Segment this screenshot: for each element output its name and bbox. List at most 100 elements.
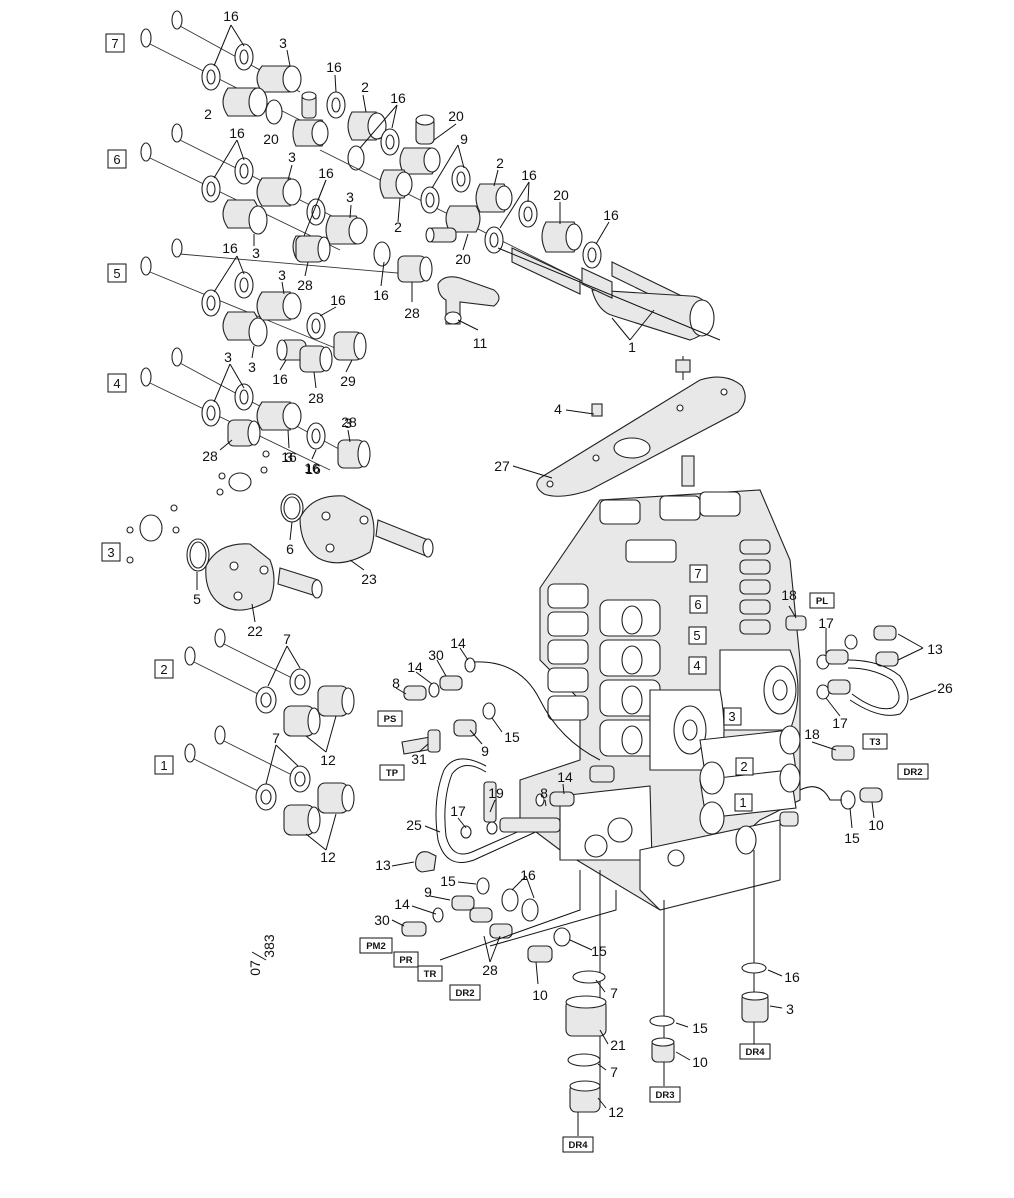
part-number: 15 (504, 729, 520, 745)
part-number: 22 (247, 623, 263, 639)
part-number: 18 (781, 587, 797, 603)
part-number: 3 (248, 359, 256, 375)
part-number: 28 (341, 414, 357, 430)
row-5-parts (140, 235, 500, 373)
part-number: 9 (481, 743, 489, 759)
part-number: 30 (374, 912, 390, 928)
valve-sections (547, 491, 855, 911)
part-number: 23 (361, 571, 377, 587)
part-number: 16 (229, 125, 245, 141)
part-number: 15 (692, 1020, 708, 1036)
part-number: 15 (844, 830, 860, 846)
drawing-reference: 07 383 (247, 934, 277, 976)
right-fittings (799, 625, 909, 810)
body-section-box: 2 (740, 759, 747, 774)
part-number: 16 (784, 969, 800, 985)
part-number: 7 (610, 985, 618, 1001)
body-section-box: 1 (739, 795, 746, 810)
part-number: 26 (937, 680, 953, 696)
section-box: 5 (113, 266, 120, 281)
section-box-labels: 7 6 5 4 3 2 1 (101, 33, 174, 775)
drawing-ref-denominator: 383 (261, 934, 277, 958)
port-tag: PM2 (366, 941, 386, 952)
part-number: 16 (373, 287, 389, 303)
port-tag: DR4 (568, 1140, 588, 1151)
part-number: 16 (520, 867, 536, 883)
part-number: 31 (411, 751, 427, 767)
part-number: 2 (361, 79, 369, 95)
part-number: 16 (222, 240, 238, 256)
part-number: 16 (318, 165, 334, 181)
part-number: 17 (832, 715, 848, 731)
exploded-cartridge-rows (140, 10, 721, 471)
part-number: 3 (786, 1001, 794, 1017)
part-number: 14 (557, 769, 573, 785)
port-tag: PR (399, 955, 412, 966)
part-number: 3 (288, 149, 296, 165)
part-number: 25 (406, 817, 422, 833)
row-4-parts (140, 347, 371, 471)
part-number: 15 (440, 873, 456, 889)
part-number: 4 (554, 401, 562, 417)
part-number: 12 (608, 1104, 624, 1120)
section-box: 1 (160, 758, 167, 773)
part-number: 20 (448, 108, 464, 124)
port-tag: TP (386, 768, 399, 779)
part-number: 28 (308, 390, 324, 406)
part-number: 16 (326, 59, 342, 75)
part-number: 3 (279, 35, 287, 51)
part-number: 13 (927, 641, 943, 657)
part-number: 27 (494, 458, 510, 474)
leader-lines (196, 24, 937, 1109)
part-number: 8 (540, 785, 548, 801)
port-tag: PL (816, 596, 828, 607)
part-number: 16 (603, 207, 619, 223)
part-number: 30 (428, 647, 444, 663)
part-number: 3 (278, 267, 286, 283)
section-2-1-parts (184, 628, 355, 836)
port-tag: TR (424, 969, 437, 980)
part-callouts: 16 3 16 2 16 2 20 20 9 2 16 20 16 16 3 1… (193, 8, 953, 1120)
body-section-labels: 7 6 5 4 3 2 1 (688, 564, 754, 812)
part-number: 16 (390, 90, 406, 106)
part-number: 11 (473, 335, 488, 351)
body-section-box: 6 (694, 597, 701, 612)
port-tag: DR2 (903, 767, 922, 778)
part-number: 16 (330, 292, 346, 308)
part-number: 16 (223, 8, 239, 24)
section-box: 4 (113, 376, 120, 391)
part-number: 3 (252, 245, 260, 261)
part-number: 9 (460, 131, 468, 147)
part-number: 13 (375, 857, 391, 873)
part-number: 16 (304, 460, 320, 476)
part-number: 28 (404, 305, 420, 321)
part-number: 18 (804, 726, 820, 742)
body-section-box: 3 (728, 709, 735, 724)
port-tag: DR3 (655, 1090, 674, 1101)
port-tag: T3 (869, 737, 880, 748)
part-number: 21 (610, 1037, 626, 1053)
part-number: 29 (340, 373, 356, 389)
part-number: 12 (320, 752, 336, 768)
part-number: 10 (532, 987, 548, 1003)
part-number: 14 (394, 896, 410, 912)
bottom-stacks (565, 850, 769, 1136)
row-7-parts (140, 10, 601, 291)
part-number: 2 (496, 155, 504, 171)
part-number: 20 (455, 251, 471, 267)
part-number: 3 (224, 349, 232, 365)
part-number: 16 (272, 371, 288, 387)
part-number: 17 (450, 803, 466, 819)
part-number: 7 (272, 730, 280, 746)
part-number: 3 (346, 189, 354, 205)
part-number: 9 (424, 884, 432, 900)
port-tag: PS (384, 714, 397, 725)
part-number: 16 (305, 461, 321, 477)
part-number: 20 (263, 131, 279, 147)
part-number: 8 (392, 675, 400, 691)
body-section-box: 7 (694, 566, 701, 581)
part-number: 16 (521, 167, 537, 183)
part-number: 28 (202, 448, 218, 464)
part-number: 10 (692, 1054, 708, 1070)
